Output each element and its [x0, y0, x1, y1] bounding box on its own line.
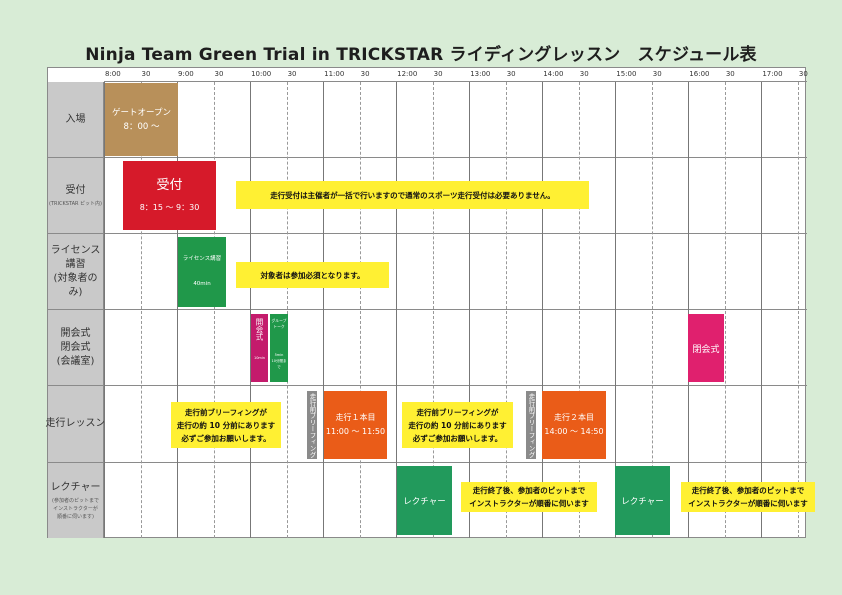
half-hour-gridline — [724, 82, 726, 538]
briefing-block-1: 走行前ブリーフィング — [307, 391, 317, 459]
block-time: 14:00 〜 14:50 — [544, 427, 604, 436]
block-time: 11:00 〜 11:50 — [325, 427, 386, 436]
hour-gridline — [615, 82, 617, 538]
time-tick: 13:00 — [470, 70, 491, 78]
time-tick: 30 — [214, 70, 224, 78]
lecture-note-1: 走行終了後、参加者のピットまで インストラクターが順番に伺います — [461, 482, 597, 512]
row-label-reception: 受付 (TRICKSTAR ピット内) — [48, 158, 104, 233]
hour-gridline — [469, 82, 471, 538]
hour-gridline — [323, 82, 325, 538]
block-title: ライセンス講習 — [182, 256, 222, 262]
block-sub: 5min 10分間まで — [271, 353, 287, 369]
block-title: 閉会式 — [692, 344, 720, 355]
license-block: ライセンス講習 40min — [178, 237, 226, 307]
time-tick: 9:00 — [178, 70, 194, 78]
time-tick: 8:00 — [105, 70, 121, 78]
row-label-lesson: 走行レッスン — [45, 386, 106, 462]
row-label-text: 入場 — [65, 113, 86, 125]
hour-gridline — [542, 82, 544, 538]
reception-block: 受付 8：15 〜 9：30 — [123, 161, 216, 230]
time-tick: 30 — [360, 70, 370, 78]
block-title: 開会式 — [255, 318, 264, 341]
row-divider — [48, 462, 807, 463]
time-tick: 30 — [287, 70, 297, 78]
time-tick: 16:00 — [689, 70, 710, 78]
time-tick: 30 — [141, 70, 151, 78]
briefing-block-2: 走行前ブリーフィング — [526, 391, 536, 459]
row-label-text: 走行レッスン — [45, 418, 106, 429]
half-hour-gridline — [505, 82, 507, 538]
block-title: 走行１本目 — [335, 413, 376, 422]
half-hour-gridline — [797, 82, 799, 538]
schedule-table: 8:00 30 9:00 30 10:00 30 11:00 30 12:00 30 13:00 30… — [45, 67, 815, 538]
time-tick: 15:00 — [616, 70, 637, 78]
block-title: レクチャー — [403, 496, 446, 507]
block-title: レクチャー — [621, 496, 664, 507]
half-hour-gridline — [140, 82, 142, 538]
gate-open-block: ゲートオープン 8：00 〜 — [105, 83, 178, 156]
time-tick: 30 — [433, 70, 443, 78]
block-time: 8：00 〜 — [123, 121, 160, 132]
page-title: Ninja Team Green Trial in TRICKSTAR ライディ… — [85, 45, 757, 65]
row-label-text: 受付 — [65, 184, 86, 196]
block-title: 走行前ブリーフィング — [527, 392, 535, 458]
row-label-text: 開会式 閉会式 (会議室) — [56, 327, 95, 367]
block-title: 走行前ブリーフィング — [308, 392, 316, 458]
time-tick: 12:00 — [397, 70, 418, 78]
row-label-sub: (参加者のピットまで インストラクターが 順番に伺います) — [52, 497, 99, 520]
time-axis: 8:00 30 9:00 30 10:00 30 11:00 30 12:00 30 13:00 30… — [104, 68, 808, 82]
half-hour-gridline — [359, 82, 361, 538]
lecture-block-1: レクチャー — [397, 466, 452, 535]
row-label-ceremony: 開会式 閉会式 (会議室) — [48, 310, 104, 385]
run-1-block: 走行１本目 11:00 〜 11:50 — [324, 391, 387, 459]
half-hour-gridline — [651, 82, 653, 538]
row-divider — [48, 233, 807, 234]
time-tick: 10:00 — [251, 70, 272, 78]
closing-ceremony-block: 閉会式 — [688, 314, 724, 382]
hour-gridline — [104, 82, 105, 538]
hour-gridline — [250, 82, 252, 538]
time-tick: 30 — [506, 70, 516, 78]
row-divider — [48, 157, 807, 158]
row-label-text: ライセンス 講習 (対象者のみ) — [50, 244, 101, 298]
time-tick: 17:00 — [762, 70, 783, 78]
reception-note: 走行受付は主催者が一括で行いますので通常のスポーツ走行受付は必要ありません。 — [236, 181, 589, 209]
row-label-lecture: レクチャー (参加者のピットまで インストラクターが 順番に伺います) — [48, 463, 104, 538]
row-label-sub: (TRICKSTAR ピット内) — [49, 200, 102, 207]
hour-gridline — [688, 82, 690, 538]
half-hour-gridline — [286, 82, 288, 538]
half-hour-gridline — [213, 82, 215, 538]
time-tick: 30 — [725, 70, 735, 78]
briefing-note-2: 走行前ブリーフィングが 走行の約 10 分前にあります 必ずご参加お願いします。 — [402, 402, 513, 448]
half-hour-gridline — [578, 82, 580, 538]
block-time: 40min — [193, 281, 211, 287]
block-title: グループトーク — [271, 318, 287, 329]
block-title: 走行２本目 — [554, 413, 594, 422]
row-label-license: ライセンス 講習 (対象者のみ) — [48, 234, 104, 309]
hour-gridline — [177, 82, 179, 538]
row-label-entry: 入場 — [48, 82, 104, 157]
briefing-note-1: 走行前ブリーフィングが 走行の約 10 分前にあります 必ずご参加お願いします。 — [171, 402, 281, 448]
time-tick: 14:00 — [543, 70, 564, 78]
license-note: 対象者は参加必須となります。 — [236, 262, 389, 288]
time-tick: 30 — [579, 70, 589, 78]
hour-gridline — [396, 82, 398, 538]
time-tick: 30 — [652, 70, 662, 78]
block-time: 8：15 〜 9：30 — [139, 202, 200, 212]
time-tick: 11:00 — [324, 70, 345, 78]
row-divider — [48, 385, 807, 386]
row-label-text: レクチャー — [50, 481, 101, 493]
run-2-block: 走行２本目 14:00 〜 14:50 — [542, 391, 606, 459]
row-divider — [48, 309, 807, 310]
block-title: ゲートオープン — [112, 107, 171, 118]
half-hour-gridline — [432, 82, 434, 538]
time-tick: 30 — [798, 70, 808, 78]
lecture-note-2: 走行終了後、参加者のピットまで インストラクターが順番に伺います — [681, 482, 815, 512]
hour-gridline — [761, 82, 763, 538]
opening-ceremony-block: 開会式 10min — [251, 314, 268, 382]
group-talk-block: グループトーク 5min 10分間まで — [270, 314, 288, 382]
block-sub: 10min — [253, 355, 266, 360]
lecture-block-2: レクチャー — [615, 466, 670, 535]
block-title: 受付 — [156, 177, 183, 193]
